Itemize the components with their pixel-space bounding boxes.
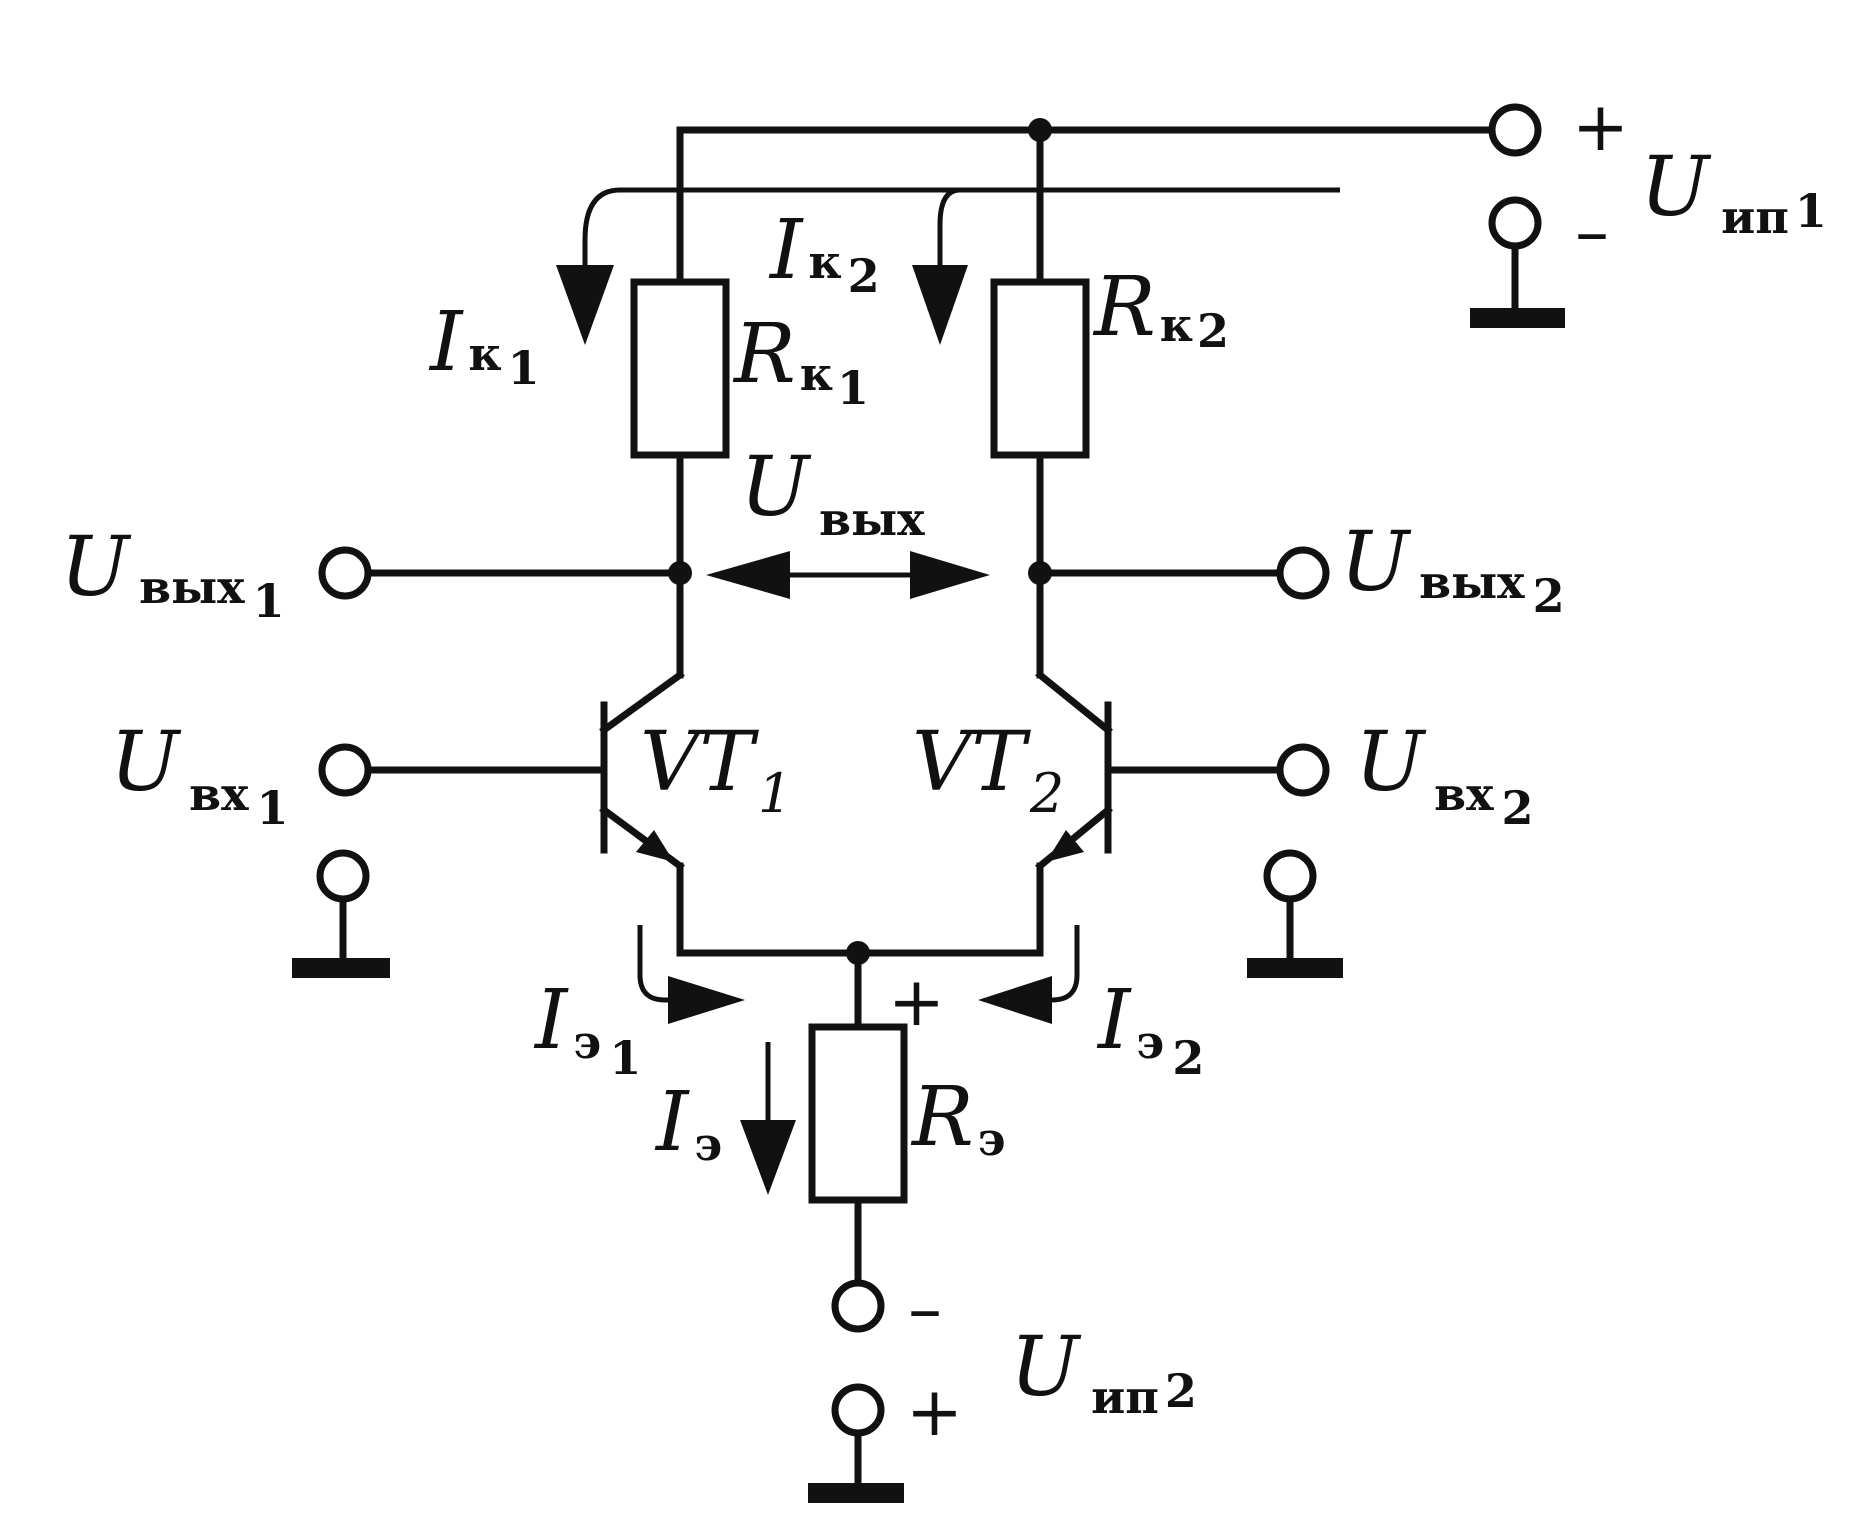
terminal-supply1-plus [1488, 103, 1542, 157]
resistor-rk2 [990, 278, 1090, 459]
ie2-arrow-line [1040, 925, 1080, 1003]
vt2-emitter-arrow [1046, 830, 1084, 862]
sign-supply1-plus: + [1572, 88, 1629, 167]
label-rk2: Rк2 [1092, 260, 1229, 358]
sign-supply2-minus: – [908, 1270, 942, 1349]
sign-supply1-minus: – [1575, 193, 1609, 272]
transistor-vt2 [1035, 670, 1113, 871]
ik1-arrow-line [582, 187, 1340, 265]
ie1-arrow-line [637, 925, 680, 1003]
junction-dot [1028, 561, 1052, 585]
ground-symbol [1470, 308, 1565, 328]
ie1-arrow-head [668, 976, 745, 1024]
ground-symbol [808, 1483, 904, 1503]
ground-symbol [1247, 958, 1343, 978]
transistor-vt1 [599, 670, 685, 871]
terminal-supply2-minus [831, 1279, 885, 1333]
sign-supply2-plus: + [906, 1373, 963, 1452]
label-re: Rэ [910, 1070, 1006, 1166]
polarity-signs: + – + – + [888, 88, 1629, 1452]
terminal-supply1-minus [1488, 196, 1542, 250]
uout-arrow-head-left [706, 551, 790, 599]
label-rk1: Rк1 [732, 307, 869, 415]
junction-dot [1028, 118, 1052, 142]
label-vt2: VT2 [912, 715, 1064, 825]
terminal-in2-ground [1263, 849, 1317, 903]
ie-arrow-head [740, 1120, 796, 1195]
uout-arrow-head-right [910, 551, 990, 599]
vt1-emitter-arrow [636, 830, 674, 862]
terminal-out1 [318, 546, 372, 600]
grounds [292, 308, 1565, 1503]
current-arrows [556, 187, 1340, 1195]
junction-dot [846, 941, 870, 965]
ik1-arrow-head [556, 265, 614, 345]
resistor-re [808, 1023, 908, 1204]
label-vt1: VT1 [640, 715, 792, 825]
vt2-collector [1035, 670, 1113, 735]
terminal-in1 [318, 743, 372, 797]
terminal-supply2-plus [831, 1383, 885, 1437]
terminal-in1-ground [316, 849, 370, 903]
ik2-arrow-line [937, 187, 961, 265]
ground-symbol [292, 958, 390, 978]
terminal-out2 [1276, 546, 1330, 600]
junction-dot [668, 561, 692, 585]
ie2-arrow-head [978, 976, 1052, 1024]
ik2-arrow-head [912, 265, 968, 345]
vt1-collector [599, 670, 685, 735]
terminal-in2 [1276, 743, 1330, 797]
sign-re-plus: + [888, 963, 945, 1042]
resistor-rk1 [630, 278, 730, 459]
terminals [316, 103, 1542, 1437]
